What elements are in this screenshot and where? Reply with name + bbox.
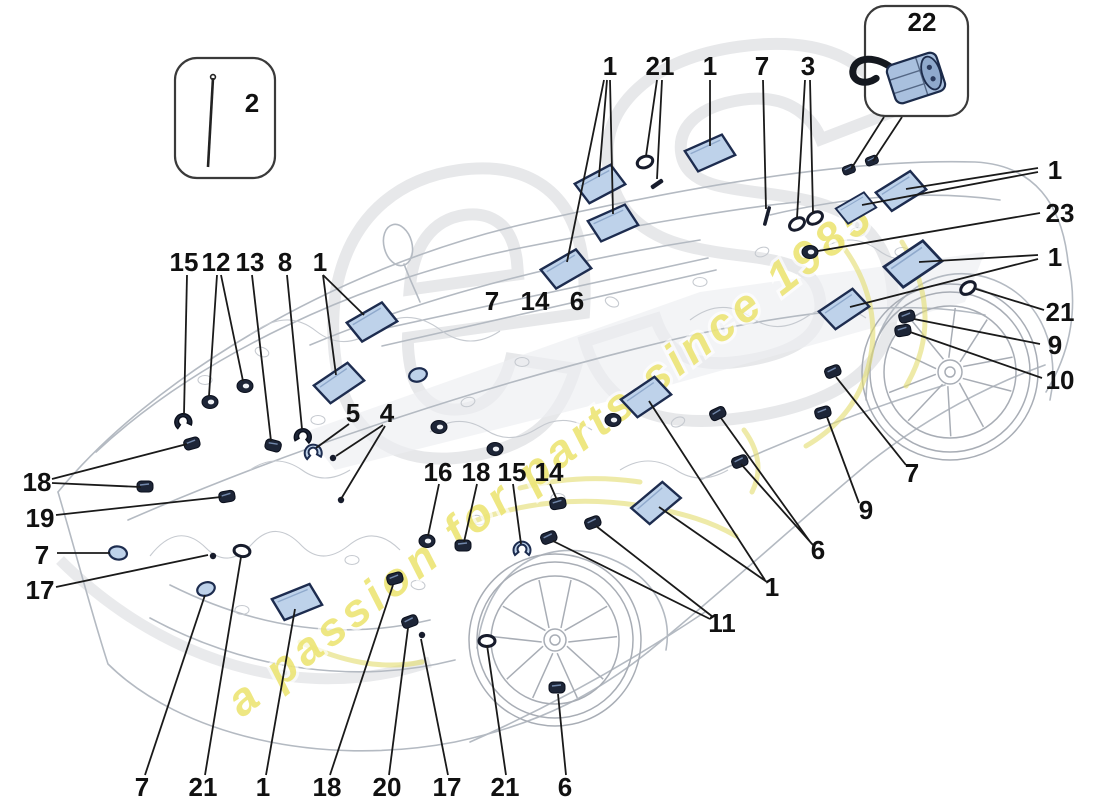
- car-grille-line2: [169, 584, 431, 631]
- callout-label: 1: [1048, 242, 1062, 272]
- callout-label: 17: [433, 772, 462, 800]
- inset-box-tie: [173, 56, 277, 180]
- car-roofline: [57, 160, 1069, 493]
- clip-icon: [893, 323, 913, 339]
- clip-icon: [454, 539, 472, 552]
- car-rocker-line: [647, 364, 1046, 653]
- rear-wheel: [861, 283, 1039, 461]
- callout-label: 1: [256, 772, 270, 800]
- grommet-icon: [486, 442, 504, 456]
- car-sketch: [57, 160, 1074, 752]
- callout-label: 7: [135, 772, 149, 800]
- callout-label: 7: [485, 286, 499, 316]
- callout-label: 21: [646, 51, 675, 81]
- grommet-icon: [430, 420, 448, 434]
- callout-label: 7: [905, 458, 919, 488]
- callout-label: 1: [1048, 155, 1062, 185]
- grommet-icon: [801, 245, 819, 259]
- callout-label: 14: [535, 457, 564, 487]
- callout-label: 18: [462, 457, 491, 487]
- logo-watermark-swoosh: [56, 556, 432, 685]
- car-grille-line1: [149, 617, 456, 673]
- callout-label: 7: [755, 51, 769, 81]
- callout-label: 2: [245, 88, 259, 118]
- car-sill-line: [469, 611, 706, 743]
- callout-label: 21: [189, 772, 218, 800]
- callout-label: 15: [498, 457, 527, 487]
- callout-label: 16: [424, 457, 453, 487]
- windshield-shade: [305, 252, 985, 470]
- loop-clip-icon: [231, 542, 253, 560]
- grommet-icon: [604, 413, 622, 427]
- callout-label: 20: [373, 772, 402, 800]
- callout-label: 19: [26, 503, 55, 533]
- car-front-wheel-arch: [476, 549, 669, 651]
- saddle-clip-icon: [172, 411, 194, 430]
- clip-icon: [263, 437, 283, 454]
- callout-label: 6: [811, 535, 825, 565]
- callout-label: 17: [26, 575, 55, 605]
- car-inner-roofline: [95, 201, 801, 453]
- car-wiper-lines: [367, 257, 717, 347]
- callout-label: 21: [1046, 297, 1075, 327]
- cable-tie-icon: [206, 77, 215, 168]
- callout-label: 6: [570, 286, 584, 316]
- callout-label: 10: [1046, 365, 1075, 395]
- callout-label: 8: [278, 247, 292, 277]
- callout-label: 22: [908, 7, 937, 37]
- callout-label: 1: [765, 572, 779, 602]
- saddle-clip-icon: [292, 426, 314, 445]
- callout-label: 21: [491, 772, 520, 800]
- grommet-icon: [201, 395, 219, 409]
- clamp-icon: [849, 51, 947, 105]
- grommet-icon: [236, 379, 254, 393]
- clip-icon: [548, 681, 566, 694]
- callout-label: 7: [35, 540, 49, 570]
- callout-label: 23: [1046, 198, 1075, 228]
- blue-clip-icon: [106, 543, 130, 563]
- callout-label: 5: [346, 398, 360, 428]
- car-rear-quarter: [1045, 261, 1074, 393]
- clip-icon: [548, 496, 568, 512]
- clip-icon: [399, 612, 420, 631]
- cable-tie-head: [209, 73, 217, 81]
- stud-icon: [209, 552, 217, 560]
- leader-lines: [51, 79, 1045, 776]
- inset-box-clamp: [849, 4, 970, 118]
- side-mirror: [382, 223, 421, 303]
- callout-label: 9: [859, 495, 873, 525]
- callout-label: 18: [23, 467, 52, 497]
- callout-labels: 2 22 15 12 13 8 1 1 21 1 7 3 7 14 6 1 23…: [23, 7, 1075, 800]
- callout-label: 1: [703, 51, 717, 81]
- pad-icon: [871, 166, 931, 216]
- callout-label: 14: [521, 286, 550, 316]
- callout-label: 11: [708, 608, 736, 638]
- stud-icon: [329, 454, 337, 462]
- grommet-icon: [418, 534, 436, 548]
- callout-label: 9: [1048, 330, 1062, 360]
- harness-highlight: [297, 237, 928, 668]
- loop-clip-icon: [477, 634, 497, 648]
- stud-icon: [418, 631, 426, 639]
- callout-label: 1: [603, 51, 617, 81]
- blue-clip-icon: [194, 578, 218, 600]
- callout-label: 12: [202, 247, 231, 277]
- callout-label: 18: [313, 772, 342, 800]
- callout-label: 15: [170, 247, 199, 277]
- callout-label: 13: [236, 247, 265, 277]
- callout-label: 1: [313, 247, 327, 277]
- callout-label: 4: [380, 398, 395, 428]
- callout-label: 3: [801, 51, 815, 81]
- callout-label: 6: [558, 772, 572, 800]
